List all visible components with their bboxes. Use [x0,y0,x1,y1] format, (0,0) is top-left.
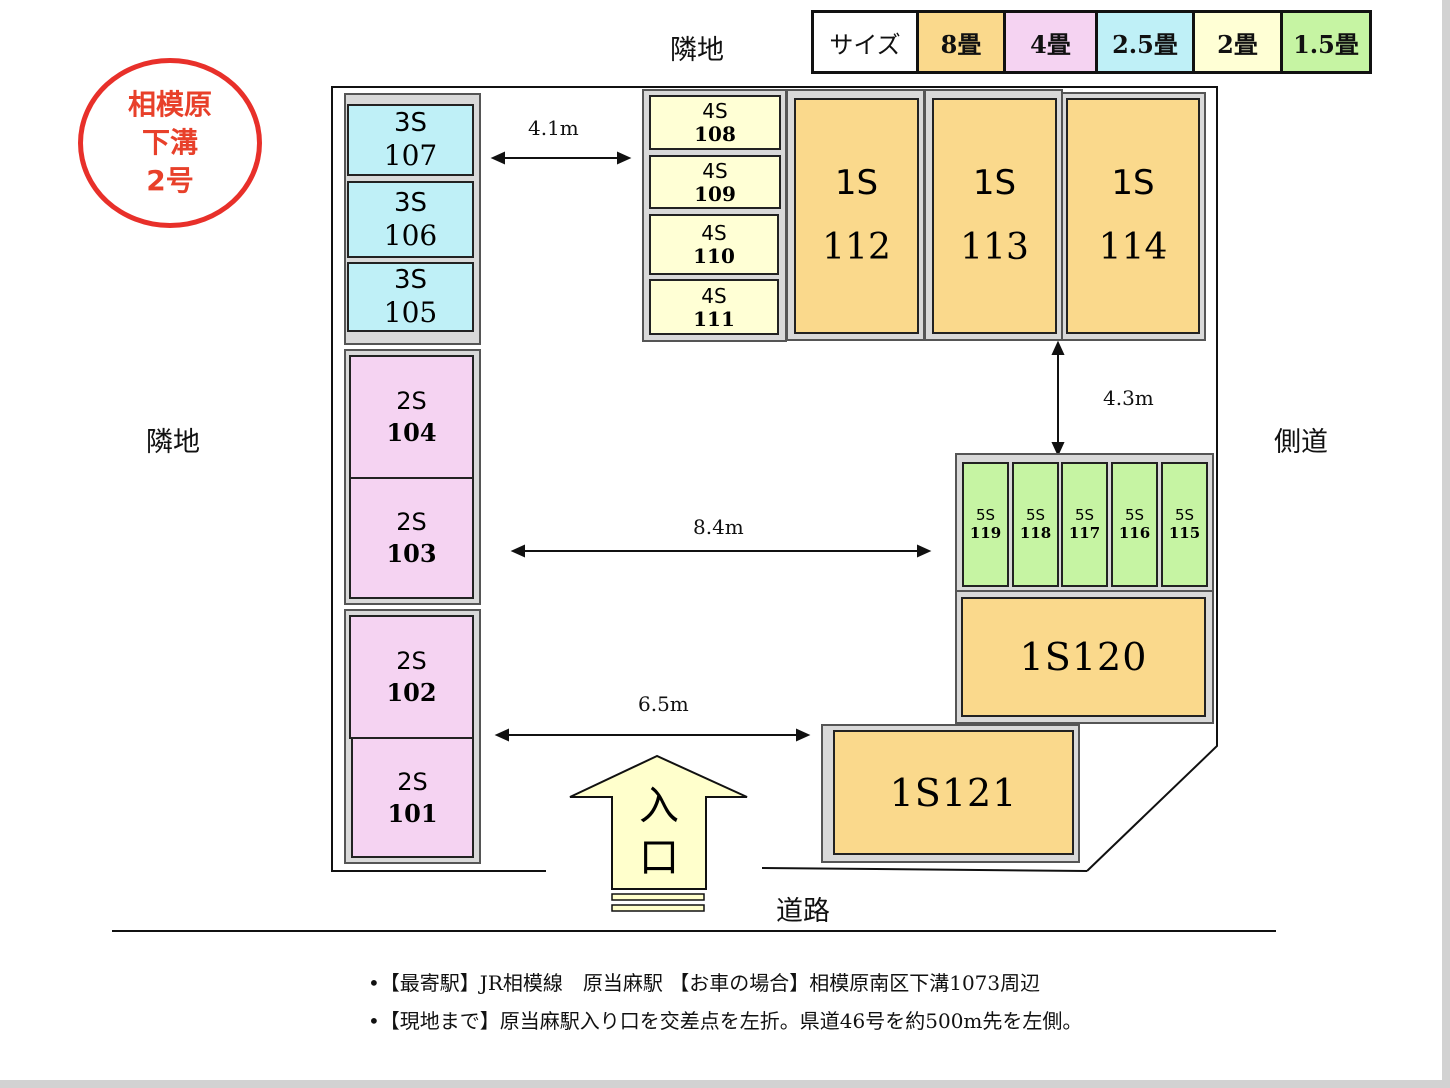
unit-number: 116 [1118,524,1151,542]
unit-number: 105 [383,296,438,329]
unit-size: 2S [396,508,427,536]
entrance-label: 入 口 [612,780,706,884]
unit-118[interactable]: 5S 118 [1012,462,1059,587]
site-name-line-2: 下溝 [141,126,198,159]
dimension-4-3m: 4.3m [1103,386,1154,410]
unit-number: 102 [386,678,437,707]
unit-number: 107 [383,139,438,172]
dimension-8-4m: 8.4m [693,515,744,539]
unit-105[interactable]: 3S 105 [347,262,474,332]
legend-header: サイズ [814,13,919,71]
unit-size: 5S [1124,506,1145,524]
unit-number: 118 [1019,524,1052,542]
entrance-arrow-icon [569,754,748,890]
unit-number: 109 [694,181,736,206]
unit-number: 115 [1168,524,1201,542]
unit-size: 1S [972,163,1017,203]
unit-number: 112 [822,227,891,268]
unit-size: 1S [1111,163,1155,203]
unit-number: 114 [1098,227,1168,268]
unit-size: 2S [397,767,428,796]
unit-number: 119 [969,524,1002,542]
unit-size: 4S [702,99,728,123]
unit-115[interactable]: 5S 115 [1161,462,1208,587]
entrance-label-1: 入 [639,783,679,829]
unit-109[interactable]: 4S 109 [649,155,781,209]
unit-size: 5S [975,506,996,524]
unit-103[interactable]: 2S 103 [349,477,474,599]
unit-number: 110 [693,244,735,268]
unit-size: 5S [1174,506,1195,524]
site-name-line-1: 相模原 [127,88,212,121]
unit-120[interactable]: 1S120 [961,597,1206,717]
unit-102[interactable]: 2S 102 [349,615,474,739]
entrance-label-2: 口 [639,835,679,881]
unit-117[interactable]: 5S 117 [1061,462,1108,587]
site-name-line-3: 2号 [146,164,194,197]
unit-106[interactable]: 3S 106 [347,181,474,258]
unit-116[interactable]: 5S 116 [1111,462,1158,587]
unit-number: 111 [693,306,735,331]
site-name-badge: 相模原 下溝 2号 [78,58,262,228]
unit-size: 2S [396,387,427,415]
unit-number: 106 [383,218,438,252]
unit-112[interactable]: 1S 112 [794,98,919,334]
unit-119[interactable]: 5S 119 [962,462,1009,587]
unit-label: 1S121 [889,770,1018,815]
unit-number: 104 [386,418,437,447]
unit-108[interactable]: 4S 108 [649,95,781,150]
neighbor-left-label: 隣地 [146,427,200,458]
unit-size: 3S [393,187,428,218]
unit-number: 113 [960,227,1029,268]
unit-114[interactable]: 1S 114 [1066,98,1200,334]
unit-101[interactable]: 2S 101 [351,737,474,858]
access-note-station: •【最寄駅】JR相模線 原当麻駅 【お車の場合】相模原南区下溝1073周辺 [368,971,1041,995]
unit-107[interactable]: 3S 107 [347,104,474,176]
legend-1-5jo: 1.5畳 [1283,13,1369,71]
size-legend: サイズ 8畳 4畳 2.5畳 2畳 1.5畳 [811,10,1372,74]
unit-number: 117 [1068,524,1101,542]
unit-size: 4S [702,158,728,183]
unit-121[interactable]: 1S121 [833,730,1074,855]
unit-113[interactable]: 1S 113 [932,98,1057,334]
road-label: 道路 [776,896,830,927]
legend-4jo: 4畳 [1006,13,1098,71]
legend-2-5jo: 2.5畳 [1098,13,1195,71]
access-note-directions: •【現地まで】原当麻駅入り口を交差点を左折。県道46号を約500m先を左側。 [368,1009,1083,1033]
dimension-4-1m: 4.1m [528,116,579,140]
neighbor-top-label: 隣地 [670,35,724,66]
unit-number: 108 [694,122,736,146]
unit-label: 1S120 [1019,635,1148,679]
legend-2jo: 2畳 [1195,13,1283,71]
unit-size: 3S [393,265,428,295]
side-road-label: 側道 [1274,427,1328,458]
unit-size: 2S [396,647,427,675]
unit-size: 4S [701,221,727,245]
unit-104[interactable]: 2S 104 [349,355,474,479]
unit-111[interactable]: 4S 111 [649,279,779,335]
unit-size: 1S [834,163,879,203]
dimension-6-5m: 6.5m [638,692,689,716]
unit-number: 103 [386,539,437,568]
legend-8jo: 8畳 [919,13,1006,71]
unit-size: 3S [393,108,428,138]
unit-number: 101 [387,798,438,828]
unit-size: 4S [701,283,727,308]
unit-110[interactable]: 4S 110 [649,214,779,275]
unit-size: 5S [1025,506,1046,524]
unit-size: 5S [1074,506,1095,524]
